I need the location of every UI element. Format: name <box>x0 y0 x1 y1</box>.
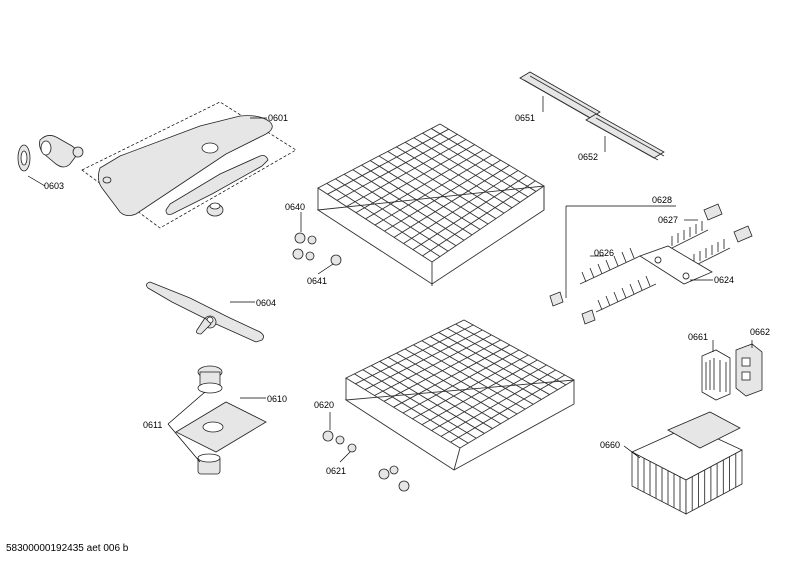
part-0662-basket-lid <box>735 343 763 397</box>
label-0611: 0611 <box>143 420 162 430</box>
label-0628: 0628 <box>652 195 672 205</box>
part-0628-clips <box>549 203 753 325</box>
label-0651: 0651 <box>515 113 535 123</box>
part-0604-lower-spray-arm <box>146 281 264 343</box>
part-0624-holder-plate <box>639 245 713 285</box>
upper-rack-wire <box>374 154 493 226</box>
label-0662: 0662 <box>750 327 770 337</box>
upper-rack-wire <box>393 164 510 238</box>
label-0601: 0601 <box>268 113 288 123</box>
part-0627-tines <box>667 221 731 269</box>
part-0661-small-basket <box>701 349 731 401</box>
label-0621: 0621 <box>326 466 346 476</box>
label-0652: 0652 <box>578 152 598 162</box>
upper-rack-wire <box>355 144 475 214</box>
label-0640: 0640 <box>285 202 305 212</box>
part-0660-cutlery-basket <box>631 411 743 515</box>
lower-rack-wire <box>431 364 547 431</box>
part-0651-cutlery-rail <box>519 71 601 121</box>
upper-rack-wire <box>384 159 501 232</box>
label-0641: 0641 <box>307 276 327 286</box>
upper-rack-wire <box>403 170 519 244</box>
part-0626-folding-tines <box>579 247 657 313</box>
upper-basket <box>316 123 545 286</box>
lower-rack-wire <box>355 324 474 385</box>
label-0626: 0626 <box>594 248 614 258</box>
upper-rack-wire <box>422 180 536 257</box>
part-0610-filter-assembly <box>175 365 267 475</box>
upper-rack-wire <box>327 128 449 195</box>
lower-rack-wire <box>450 374 566 443</box>
document-id: 58300000192435 aet 006 b <box>6 543 129 554</box>
part-0620-wheels <box>322 430 410 492</box>
lower-rack-wire <box>402 349 520 414</box>
label-0604: 0604 <box>256 298 276 308</box>
lower-rack-wire <box>421 359 538 426</box>
lower-rack-wire <box>393 344 511 408</box>
upper-rack-wire <box>412 175 527 251</box>
label-0610: 0610 <box>267 394 287 404</box>
part-0603-seal-and-connector <box>17 135 84 172</box>
part-0640-rack-rollers <box>292 232 317 261</box>
label-0620: 0620 <box>314 400 334 410</box>
part-0601-spray-arm-assembly <box>81 101 297 229</box>
label-0661: 0661 <box>688 332 708 342</box>
label-0660: 0660 <box>600 440 620 450</box>
upper-rack-wire <box>336 133 458 201</box>
label-0627: 0627 <box>658 215 678 225</box>
upper-rack-wire <box>346 139 467 207</box>
lower-rack-wire <box>383 339 501 402</box>
lower-rack-wire <box>440 369 556 437</box>
lower-basket <box>344 319 575 471</box>
label-0624: 0624 <box>714 275 734 285</box>
part-0652-cutlery-rail <box>585 113 665 161</box>
lower-rack-wire <box>412 354 529 420</box>
lower-rack-wire <box>374 334 492 396</box>
lower-rack-wire <box>364 329 483 391</box>
part-0621-wheel-holder <box>347 443 357 453</box>
part-0641-rack-stop <box>330 254 342 266</box>
label-0603: 0603 <box>44 181 64 191</box>
upper-rack-wire <box>365 149 484 220</box>
